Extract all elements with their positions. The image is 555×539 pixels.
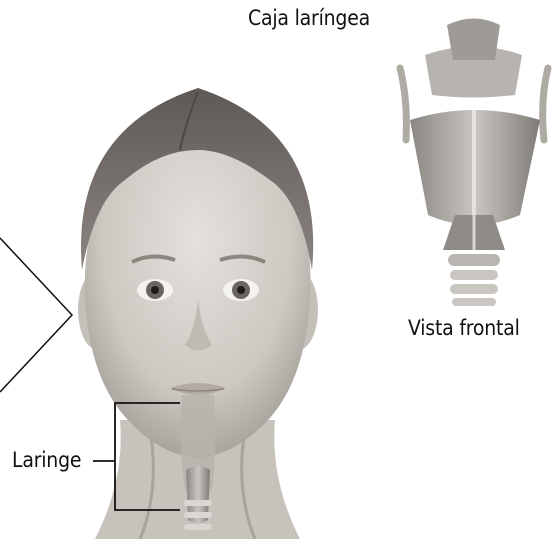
cricoid-ring — [448, 254, 500, 266]
front-view-label: Vista frontal — [408, 318, 520, 339]
right-eye — [223, 279, 259, 301]
larynx-front-view — [400, 19, 548, 307]
chevron-pointer — [0, 238, 72, 392]
left-eye — [137, 279, 173, 301]
child-head — [78, 88, 318, 530]
larynx-box-title-label: Caja laríngea — [248, 8, 370, 29]
larynx-label: Laringe — [12, 450, 81, 471]
